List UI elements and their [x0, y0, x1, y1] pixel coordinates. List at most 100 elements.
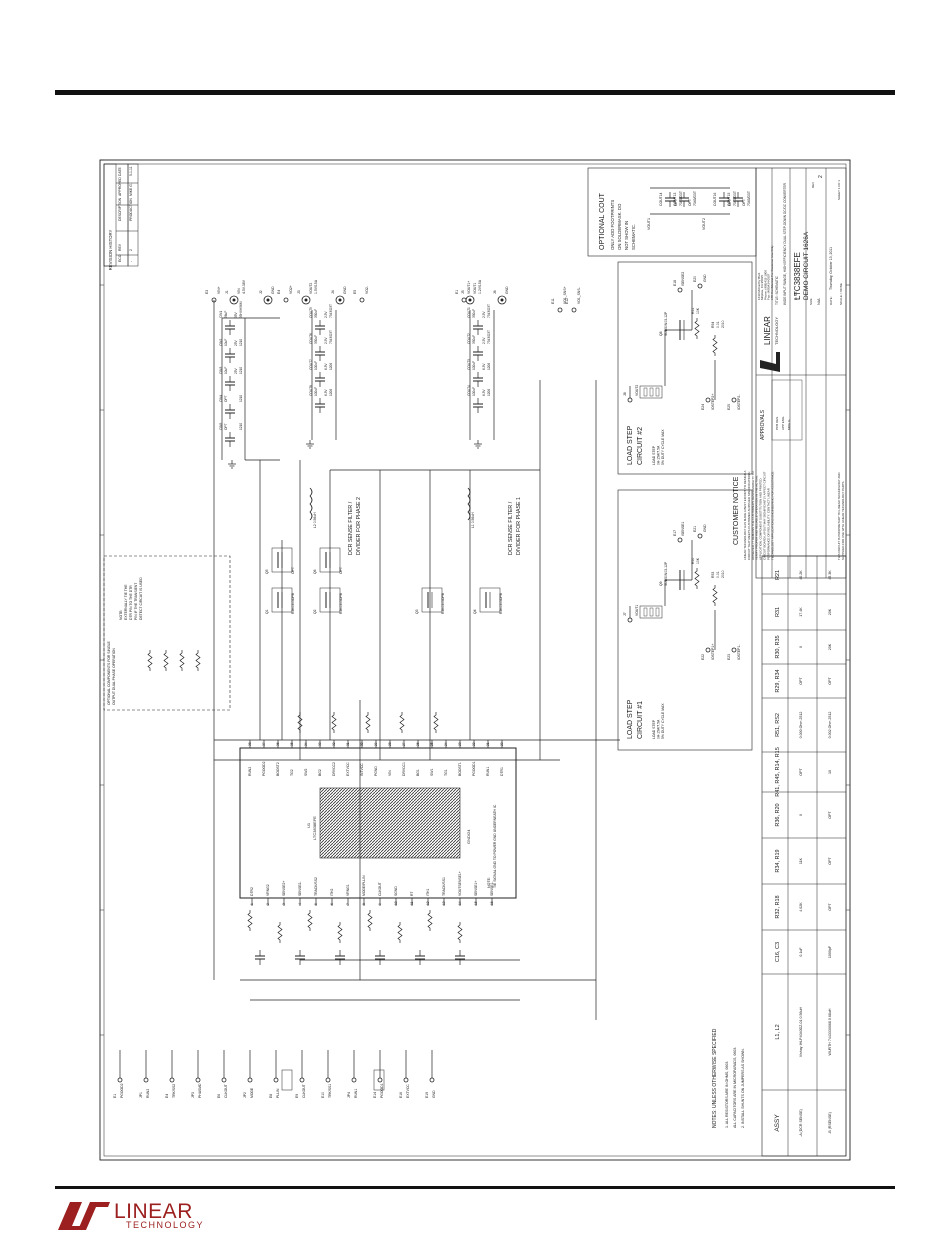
mosfet-ref: Q1 [265, 609, 269, 614]
mosfet-ref: Q9 [659, 581, 663, 586]
terminal [247, 1077, 253, 1083]
customer-notice-line: CIRCUIT THAT MEETS CUSTOMER-SUPPLIED SPE… [747, 471, 751, 560]
ic-pin-number: 9 [378, 903, 382, 905]
mosfet-part: OPT [339, 567, 343, 574]
terminal [429, 1077, 435, 1083]
terminal-ref: J3 [297, 290, 301, 294]
mosfet-part: SUD50N03-12P [664, 561, 668, 586]
terminal-label: VOUT1 [473, 283, 477, 294]
inductor-label: L2 0.56uH [313, 512, 317, 528]
title-address: Milpitas, CA 95035 [760, 275, 764, 300]
resistor-ref: R51 [691, 308, 695, 314]
optional-cout-line: ON SOLDERMASK. DO [617, 203, 622, 250]
ic-pin-name: BOOST2 [276, 762, 280, 776]
terminal-label: IOSTEP2- [737, 395, 741, 410]
resistor-val: 0.01 [716, 571, 720, 578]
phase-label: DIVIDER FOR PHASE 2 [356, 497, 362, 555]
assy-cell: OPT [828, 903, 832, 911]
terminal-label: VO2- [365, 286, 369, 294]
revision-header: DATE [118, 166, 122, 176]
cap-val: OPT [728, 199, 732, 206]
customer-notice-footer: THIS CIRCUIT IS PROPRIETARY TO LINEAR TE… [837, 473, 841, 560]
ic-no-label: IC NO. [794, 291, 798, 300]
inductor-symbol [309, 487, 313, 521]
ic-pin-number: 13 [442, 901, 446, 905]
ic-pin-name: DRVCC1 [402, 762, 406, 776]
ic-pin-name: MODE/PLLIN [362, 875, 366, 896]
schematic-wiring [117, 187, 743, 1091]
cap-rating: 25V [234, 339, 238, 346]
title-company-name: LINEAR [763, 316, 772, 345]
ic-pin-name: DTR2 [250, 887, 254, 896]
mosfet-part: SUD50N03-12P [664, 311, 668, 336]
cap-pkg: 7343/D3T [329, 330, 333, 344]
assy-header: R36, R20 [775, 803, 781, 826]
ic-pin-name: INTVCC [360, 763, 364, 776]
optional-cout-title: OPTIONAL COUT [599, 192, 606, 250]
cap-pkg: 7343/D3T [329, 304, 333, 318]
ic-pin-number: 7 [346, 903, 350, 905]
resistor-symbol [397, 922, 403, 943]
approvals-row: APP ENG. [781, 416, 785, 430]
terminal-ref: J1 [225, 290, 229, 294]
box [373, 1069, 385, 1091]
optional-note-line: DTR PIN TO THE DTR [129, 585, 133, 620]
ic-pin-name: BG1 [416, 769, 420, 776]
terminal-label: IOSTEP2+ [711, 394, 715, 410]
phase-label: DCR SENSE FILTER / [508, 501, 514, 555]
terminal-ref: J6 [493, 290, 497, 294]
left-terminal-label: CLKOUT [224, 1084, 228, 1098]
ic-pin-name: RT [410, 892, 414, 896]
terminal [697, 533, 703, 539]
terminal-label: VIN [237, 288, 241, 294]
terminal [627, 397, 633, 403]
ic-pin-number: 30 [360, 742, 364, 746]
notes-line: 2. INSTALL SHUNTS ON JUMPERS AS SHOWN. [741, 1048, 745, 1128]
jumper-ref: J8 [623, 392, 627, 396]
terminal [461, 297, 467, 303]
assy-header: L1, L2 [775, 1024, 781, 1039]
ic-pin-number: 33 [318, 742, 322, 746]
scale-value: SCALE = NONE [839, 283, 843, 305]
optional-cout-line: SCHEMATIC. [631, 224, 636, 250]
optional-note-line: PIN IF THE TRANSIENT [134, 583, 138, 620]
cap-pkg: 1206 [329, 363, 333, 370]
ic-pin-name: EXTVCC [346, 762, 350, 776]
resistor-symbol [399, 712, 405, 733]
title-label: TITLE: SCHEMATIC [775, 275, 779, 305]
revision-cell: 5-1-11 [129, 166, 133, 176]
resistor-ref: R50 [691, 558, 695, 564]
cap-ref: COUT1 [467, 307, 471, 318]
ic-pin-name: TG2 [290, 769, 294, 776]
terminal-ref: J2 [259, 290, 263, 294]
cap-pkg: 7343/D3T [693, 191, 697, 206]
mosfet-ref: Q2 [313, 609, 317, 614]
terminal-label: VOUT2 [309, 283, 313, 294]
terminal [263, 295, 273, 305]
left-terminal-label: RUN1 [354, 1089, 358, 1098]
cap-ref: CIN2 [219, 339, 223, 346]
cap-ref: COUT5 [309, 307, 313, 318]
assy-header: R41, R45, R14, R15 [775, 747, 781, 797]
ic-pin-name: SENSE1+ [474, 881, 478, 896]
terminal-label: ISENSE2 [681, 272, 685, 286]
mosfet-part: RJK0305DPB [291, 592, 295, 614]
ic-ref: U1 [306, 822, 311, 828]
resistor-symbol [297, 712, 303, 733]
sheet-value: SHEET 1 OF 1 [837, 180, 841, 200]
box [643, 607, 648, 617]
terminal-core [500, 298, 504, 302]
cap-pkg: 1206 [329, 389, 333, 396]
revision-cell: 2 [129, 249, 133, 251]
box [655, 607, 660, 617]
assy-cell: 0.1uF [799, 947, 803, 957]
terminal [195, 1077, 201, 1083]
assy-cell: -B (RSENSE) [828, 1112, 832, 1134]
assy-cell: 40.2K [799, 570, 803, 580]
ic-pin-number: 6 [330, 903, 334, 905]
resistor-pkg: 2010 [721, 320, 725, 328]
ic-pin-name: VRNG2 [266, 884, 270, 896]
resistor-val: 10K [696, 307, 700, 314]
assy-header: R21 [775, 570, 781, 580]
